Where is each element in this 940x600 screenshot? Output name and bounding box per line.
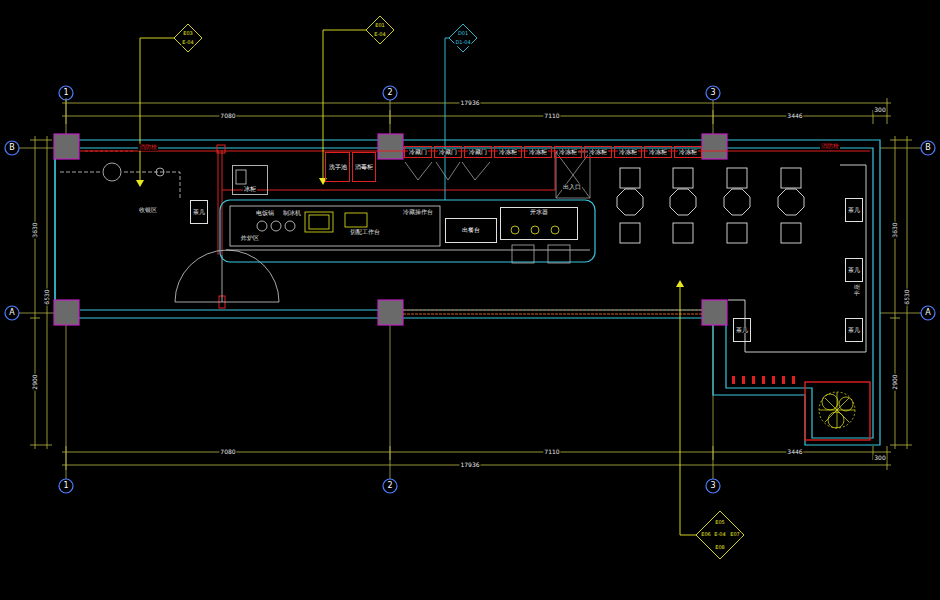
dimension: 2900 bbox=[892, 373, 899, 390]
callout-code: E-04 bbox=[713, 532, 726, 538]
serving-counter: 出餐台 bbox=[445, 218, 497, 243]
node-text: 冷冻柜 bbox=[588, 149, 608, 156]
cabinet-cell: 冷藏门 bbox=[464, 146, 492, 158]
cabinet-cell: 冷冻柜 bbox=[614, 146, 642, 158]
tea-table: 茶几 bbox=[190, 200, 208, 224]
node-text: 冷冻柜 bbox=[528, 149, 548, 156]
node-text: 茶几 bbox=[192, 209, 206, 216]
grid-label: A bbox=[924, 309, 931, 318]
cabinet-cell: 冷藏门 bbox=[434, 146, 462, 158]
node-text: 冷冻柜 bbox=[648, 149, 668, 156]
node-text: 茶几 bbox=[847, 207, 861, 214]
equipment-label: 炸炉区 bbox=[240, 235, 260, 242]
equipment-label: 消防栓 bbox=[138, 144, 158, 151]
dimension: 7080 bbox=[219, 449, 236, 456]
grid-label: A bbox=[8, 309, 15, 318]
dimension: 7110 bbox=[543, 449, 560, 456]
node-text: 冰柜 bbox=[243, 186, 257, 193]
node-text: 冷冻柜 bbox=[558, 149, 578, 156]
dimension: 3630 bbox=[32, 221, 39, 238]
callout-code: D1-04 bbox=[454, 40, 471, 46]
room-label: 收银区 bbox=[138, 207, 158, 214]
node-text: 茶几 bbox=[847, 327, 861, 334]
dimension: 2900 bbox=[32, 373, 39, 390]
grid-label: B bbox=[924, 144, 932, 153]
dimension: 300 bbox=[873, 455, 886, 462]
dimension: 17936 bbox=[459, 100, 480, 107]
cabinet-cell: 洗手池 bbox=[325, 152, 350, 182]
room-label: 卡座 bbox=[854, 283, 861, 297]
callout-code: E-04 bbox=[373, 32, 386, 38]
node-text: 消毒柜 bbox=[354, 164, 374, 171]
cabinet-cell: 冷藏门 bbox=[404, 146, 432, 158]
callout-code: E03 bbox=[182, 31, 194, 37]
grid-label: 1 bbox=[62, 89, 69, 98]
cabinet-cell: 冷冻柜 bbox=[584, 146, 612, 158]
tea-table: 茶几 bbox=[845, 198, 863, 222]
tea-table: 茶几 bbox=[845, 318, 863, 342]
cabinet-cell: 消毒柜 bbox=[352, 152, 376, 182]
cabinet-cell: 冷冻柜 bbox=[554, 146, 582, 158]
cabinet-cell: 冷冻柜 bbox=[494, 146, 522, 158]
node-text: 冷藏门 bbox=[468, 149, 488, 156]
callout-code: E07 bbox=[729, 532, 741, 538]
water-boiler: 开水器 bbox=[500, 207, 578, 240]
node-text: 冷藏门 bbox=[408, 149, 428, 156]
equipment-label: 消防栓 bbox=[820, 143, 840, 150]
node-text: 茶几 bbox=[847, 267, 861, 274]
dimension: 3630 bbox=[892, 221, 899, 238]
node-text: 开水器 bbox=[529, 209, 549, 216]
callout-code: D01 bbox=[457, 31, 469, 37]
equipment-label: 切配工作台 bbox=[349, 229, 381, 236]
node-text: 冷冻柜 bbox=[678, 149, 698, 156]
grid-label: 2 bbox=[386, 89, 393, 98]
cabinet-cell: 冷冻柜 bbox=[644, 146, 672, 158]
dimension: 300 bbox=[873, 107, 886, 114]
callout-code: E-04 bbox=[181, 40, 194, 46]
dimension: 6530 bbox=[904, 288, 911, 305]
cabinet-cell: 冷冻柜 bbox=[524, 146, 552, 158]
node-text: 茶几 bbox=[735, 327, 749, 334]
node-text: 冷藏门 bbox=[438, 149, 458, 156]
dimension: 17936 bbox=[459, 462, 480, 469]
dimension: 7110 bbox=[543, 113, 560, 120]
grid-label: B bbox=[8, 144, 16, 153]
dimension: 3446 bbox=[786, 113, 803, 120]
node-text: 冷冻柜 bbox=[618, 149, 638, 156]
tea-table: 茶几 bbox=[845, 258, 863, 282]
grid-label: 1 bbox=[62, 482, 69, 491]
callout-code: E06 bbox=[700, 532, 712, 538]
callout-code: E01 bbox=[374, 23, 386, 29]
dimension: 7080 bbox=[219, 113, 236, 120]
node-text: 出餐台 bbox=[461, 227, 481, 234]
node-text: 冷冻柜 bbox=[498, 149, 518, 156]
equipment-label: 制冰机 bbox=[282, 210, 302, 217]
equipment-label: 电饭锅 bbox=[255, 210, 275, 217]
dimension: 3446 bbox=[786, 449, 803, 456]
room-label: 出入口 bbox=[562, 184, 582, 191]
node-text: 洗手池 bbox=[328, 164, 348, 171]
grid-label: 2 bbox=[386, 482, 393, 491]
equipment-label: 冷藏操作台 bbox=[402, 209, 434, 216]
fridge-box: 冰柜 bbox=[232, 165, 268, 195]
tea-table: 茶几 bbox=[733, 318, 751, 342]
cabinet-cell: 冷冻柜 bbox=[674, 146, 702, 158]
grid-label: 3 bbox=[709, 482, 716, 491]
callout-code: E08 bbox=[714, 545, 726, 551]
grid-label: 3 bbox=[709, 89, 716, 98]
callout-code: E05 bbox=[714, 520, 726, 526]
dimension: 6530 bbox=[44, 288, 51, 305]
